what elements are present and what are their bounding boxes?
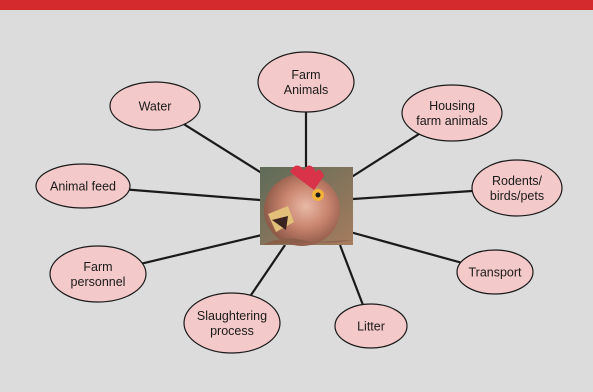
node-litter: Litter	[335, 304, 407, 348]
node-label: Farm	[83, 260, 112, 274]
header-bar	[0, 0, 593, 10]
node-label: Animals	[284, 83, 328, 97]
center-image	[260, 165, 353, 246]
node-label: Water	[139, 100, 172, 114]
node-label: Slaughtering	[197, 309, 267, 323]
node-label: personnel	[71, 275, 126, 289]
node-rodents-birds-pets: Rodents/birds/pets	[472, 160, 562, 216]
node-label: Litter	[357, 320, 385, 334]
node-animal-feed: Animal feed	[36, 164, 130, 208]
node-label: farm animals	[416, 114, 488, 128]
node-label: Animal feed	[50, 180, 116, 194]
node-label: Housing	[429, 99, 475, 113]
node-ellipse	[50, 246, 146, 302]
node-ellipse	[258, 52, 354, 112]
node-transport: Transport	[457, 250, 533, 294]
node-ellipse	[402, 85, 502, 141]
node-label: process	[210, 324, 254, 338]
node-ellipse	[472, 160, 562, 216]
node-ellipse	[184, 293, 280, 353]
node-label: Rodents/	[492, 174, 543, 188]
node-water: Water	[110, 82, 200, 130]
node-label: Transport	[468, 266, 522, 280]
node-label: Farm	[291, 68, 320, 82]
node-label: birds/pets	[490, 189, 544, 203]
